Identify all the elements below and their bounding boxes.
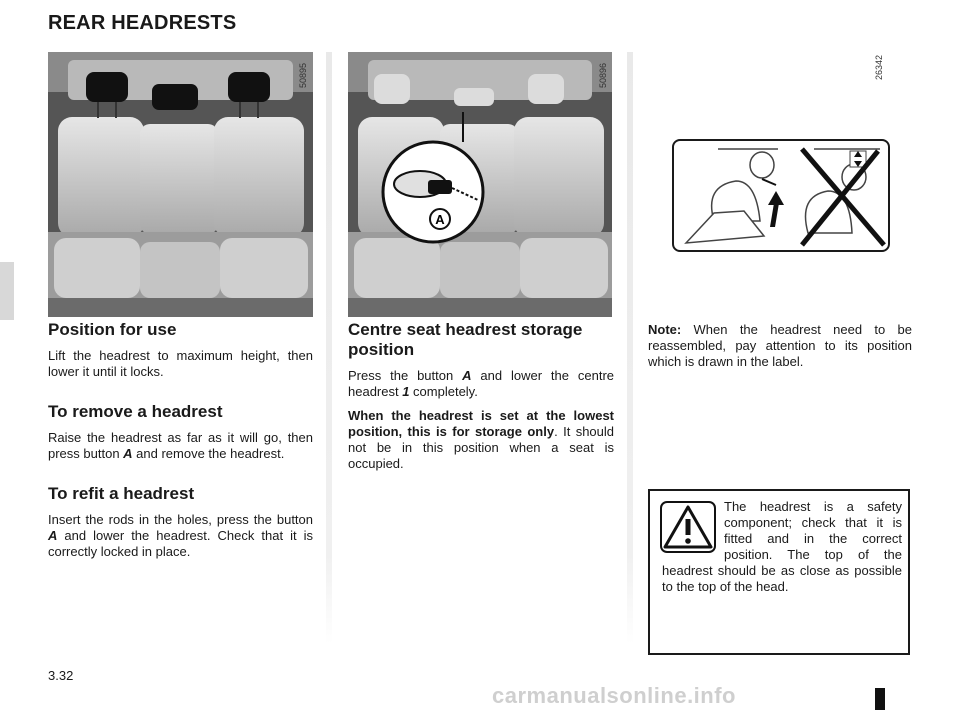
figure-code: 50896 — [598, 62, 608, 88]
section-heading: Centre seat headrest storage position — [348, 320, 583, 359]
watermark: carmanualsonline.info — [492, 683, 736, 708]
page-title: REAR HEADRESTS — [48, 12, 237, 34]
position-label-diagram — [672, 139, 890, 252]
section-text: Lift the headrest to maximum height, the… — [48, 348, 313, 379]
centre-headrest-photo: A — [348, 52, 612, 317]
warning-text: The headrest is a safety component; chec… — [662, 499, 902, 594]
figure-code: 50895 — [298, 62, 308, 88]
corner-mark — [875, 688, 885, 710]
warning-icon — [660, 501, 716, 553]
section-tab — [0, 262, 14, 320]
rear-seat-photo — [48, 52, 313, 317]
left-column: Position for use Lift the headrest to ma… — [48, 320, 313, 560]
section-heading: To refit a headrest — [48, 484, 195, 503]
callout-a: A — [435, 212, 445, 227]
note-text: Note: When the headrest need to be reass… — [648, 322, 912, 369]
section-heading: To remove a headrest — [48, 402, 223, 421]
middle-column: Centre seat headrest storage position Pr… — [348, 320, 614, 472]
warning-box: The headrest is a safety component; chec… — [648, 489, 910, 655]
section-text: Insert the rods in the holes, press the … — [48, 512, 313, 559]
page-number: 3.32 — [48, 668, 74, 683]
column-divider — [627, 52, 633, 644]
section-text: Raise the headrest as far as it will go,… — [48, 430, 313, 461]
column-divider — [326, 52, 332, 644]
storage-warning-text: When the headrest is set at the lowest p… — [348, 408, 614, 471]
section-text: Press the button A and lower the centre … — [348, 368, 615, 399]
figure-code: 26342 — [874, 54, 884, 80]
section-heading: Position for use — [48, 320, 177, 339]
